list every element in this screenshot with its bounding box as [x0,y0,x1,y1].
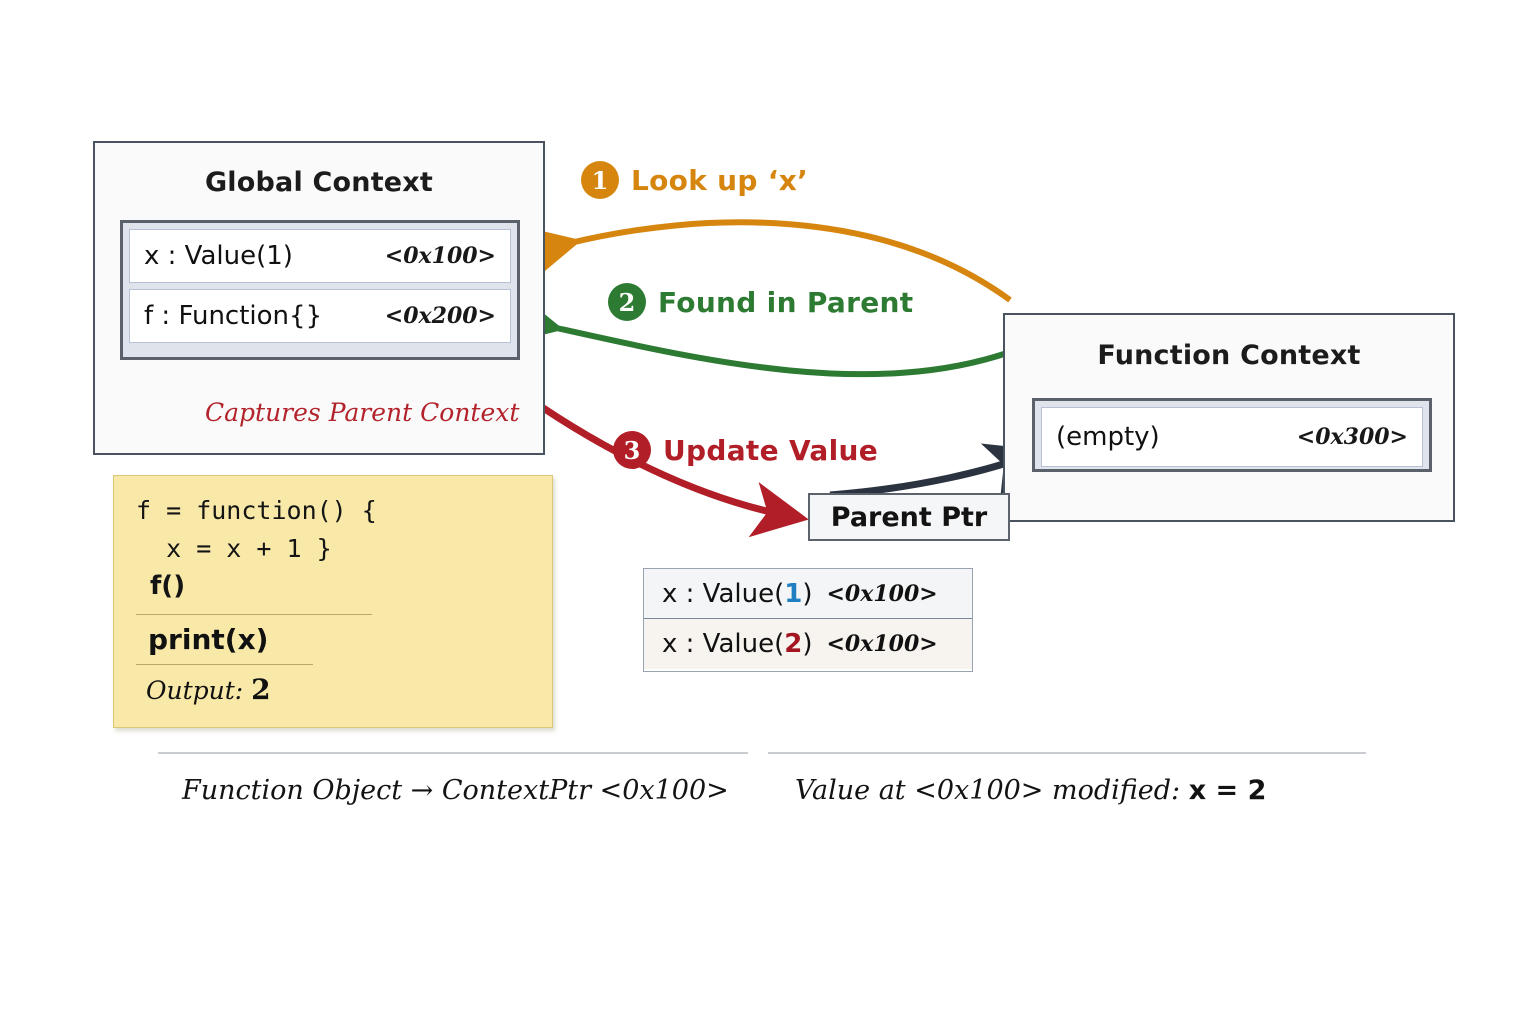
slot-name-empty: (empty) [1056,422,1160,452]
function-context-title: Function Context [1097,340,1361,371]
global-context-box: Global Context x : Value(1) <0x100> f : … [93,141,545,455]
function-context-slot-frame: (empty) <0x300> [1032,398,1432,472]
slot-addr-x: <0x100> [384,243,496,269]
caption-rule-right [768,752,1366,754]
step-1: 1 Look up ‘x’ [581,161,808,199]
step-3: 3 Update Value [613,431,878,469]
value-row-after-addr: <0x100> [826,631,938,657]
parent-ptr-box[interactable]: Parent Ptr [808,493,1010,541]
slot-row-f[interactable]: f : Function{} <0x200> [129,289,511,343]
value-row-after: x : Value(2) <0x100> [644,619,972,669]
step-2-label: Found in Parent [658,285,914,319]
code-line-2: x = x + 1 } [136,534,332,563]
value-history-table: x : Value(1) <0x100> x : Value(2) <0x100… [643,568,973,672]
caption-right: Value at <0x100> modified: x = 2 [795,775,1266,806]
slot-name-x: x : Value(1) [144,241,293,271]
value-row-after-suffix: ) [802,629,813,659]
step-3-label: Update Value [663,433,878,467]
slot-name-f: f : Function{} [144,301,323,331]
note-divider-1 [136,613,373,615]
code-line-1: f = function() { [136,496,377,525]
value-row-after-value: 2 [784,629,803,659]
step-2-badge: 2 [608,283,646,321]
step-1-badge: 1 [581,161,619,199]
caption-rule-left [158,752,748,754]
slot-row-empty[interactable]: (empty) <0x300> [1041,407,1423,467]
slot-row-x[interactable]: x : Value(1) <0x100> [129,229,511,283]
slot-addr-empty: <0x300> [1296,424,1408,450]
caption-right-bold: x = 2 [1188,775,1267,806]
slot-addr-f: <0x200> [384,303,496,329]
step-2: 2 Found in Parent [608,283,913,321]
code-print-line: print(x) [148,622,269,656]
global-context-title: Global Context [204,167,434,198]
value-row-after-prefix: x : Value( [662,629,785,659]
captures-parent-context-label: Captures Parent Context [205,398,520,427]
code-line-3: f() [150,571,186,601]
step-3-badge: 3 [613,431,651,469]
value-row-before: x : Value(1) <0x100> [644,569,972,619]
code-output-label: Output: [146,675,244,705]
value-row-before-prefix: x : Value( [662,578,785,609]
step-1-label: Look up ‘x’ [631,163,809,197]
code-output-line: Output: 2 [136,673,530,706]
arrow-found-in-parent [505,291,1011,378]
code-output-value: 2 [251,672,271,706]
function-context-box: Function Context (empty) <0x300> [1003,313,1455,522]
caption-left: Function Object → ContextPtr <0x100> [182,775,729,806]
value-row-before-value: 1 [784,578,803,609]
value-row-before-suffix: ) [802,578,813,609]
global-context-slot-frame: x : Value(1) <0x100> f : Function{} <0x2… [120,220,520,360]
value-row-before-addr: <0x100> [826,580,938,607]
code-note: f = function() { x = x + 1 } f() print(x… [113,475,553,728]
note-divider-2 [136,663,314,665]
caption-right-prefix: Value at <0x100> modified: [795,775,1189,806]
